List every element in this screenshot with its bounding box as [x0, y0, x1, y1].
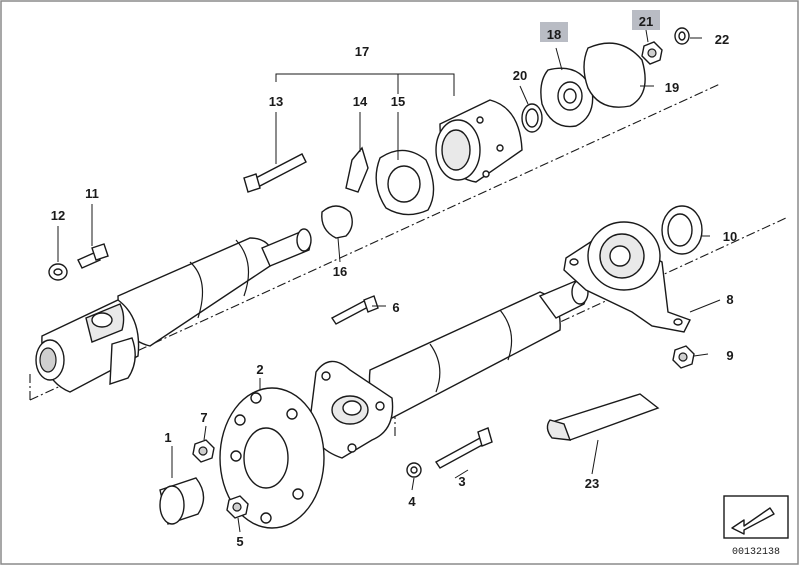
washer-4	[406, 462, 422, 478]
callout-14: 14	[353, 94, 368, 109]
callout-4: 4	[408, 494, 416, 509]
callout-1: 1	[164, 430, 171, 445]
centering-sleeve	[159, 477, 205, 525]
highlight-21	[632, 10, 660, 30]
callout-13: 13	[269, 94, 283, 109]
nut-9	[672, 345, 695, 369]
clamp-16	[321, 205, 353, 239]
document-number: 00132138	[732, 547, 780, 558]
callout-22: 22	[715, 32, 729, 47]
grease-tube-23	[546, 393, 660, 441]
section-divider	[29, 83, 721, 401]
callout-15: 15	[391, 94, 405, 109]
ring-22	[674, 27, 690, 45]
callout-12: 12	[51, 208, 65, 223]
callout-10: 10	[723, 229, 737, 244]
gasket-15	[375, 149, 435, 216]
bolt-13	[243, 153, 307, 193]
protective-cap-18	[540, 67, 594, 128]
highlight-18	[540, 22, 568, 42]
bolt-11	[77, 243, 109, 269]
front-propeller-shaft	[35, 228, 312, 393]
callout-9: 9	[726, 348, 733, 363]
nut-21	[641, 41, 663, 65]
callout-21: 21	[639, 14, 653, 29]
grooved-ball-bearing	[661, 205, 703, 255]
callout-18: 18	[547, 27, 561, 42]
circlip-20	[521, 103, 543, 133]
callout-17: 17	[355, 44, 369, 59]
callout-20: 20	[513, 68, 527, 83]
callout-23: 23	[585, 476, 599, 491]
washer-12	[48, 263, 68, 281]
bolt-6	[330, 295, 379, 325]
callout-7: 7	[200, 410, 207, 425]
callout-11: 11	[85, 186, 99, 201]
nut-7	[192, 439, 215, 463]
bolt-3	[434, 427, 493, 469]
callout-3: 3	[458, 474, 465, 489]
callout-16: 16	[333, 264, 347, 279]
callout-5: 5	[236, 534, 243, 549]
gasket-19	[583, 42, 646, 108]
center-bearing	[563, 221, 691, 333]
nut-5	[226, 495, 249, 519]
callout-2: 2	[256, 362, 263, 377]
return-arrow-icon[interactable]	[723, 495, 789, 539]
cv-joint	[435, 99, 523, 183]
flex-disc	[219, 387, 325, 529]
callout-19: 19	[665, 80, 679, 95]
callout-6: 6	[392, 300, 399, 315]
callout-8: 8	[726, 292, 733, 307]
leader-lines	[57, 29, 721, 533]
